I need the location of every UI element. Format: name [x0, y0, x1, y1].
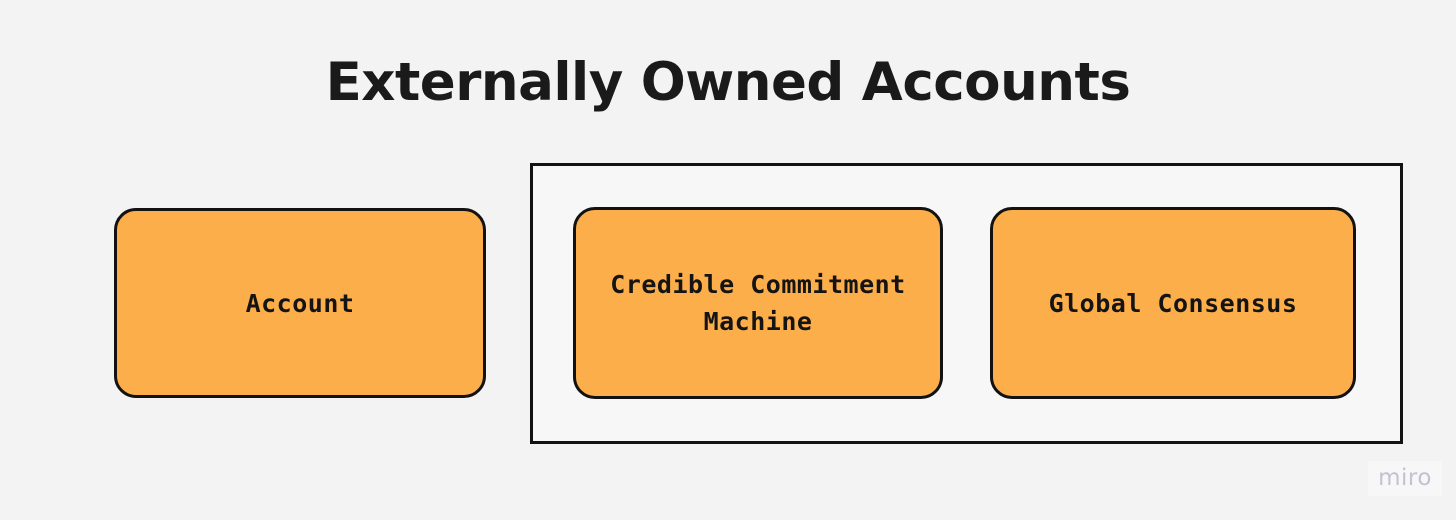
- node-account-label: Account: [245, 288, 355, 318]
- node-account[interactable]: Account: [114, 208, 486, 398]
- miro-watermark-label: miro: [1378, 465, 1432, 491]
- node-global-consensus-label: Global Consensus: [1048, 288, 1298, 318]
- node-credible-commitment-machine[interactable]: Credible Commitment Machine: [573, 207, 943, 399]
- miro-watermark: miro: [1368, 461, 1442, 496]
- page-title: Externally Owned Accounts: [325, 52, 1131, 113]
- node-global-consensus[interactable]: Global Consensus: [990, 207, 1356, 399]
- node-credible-commitment-machine-label: Credible Commitment Machine: [610, 270, 906, 336]
